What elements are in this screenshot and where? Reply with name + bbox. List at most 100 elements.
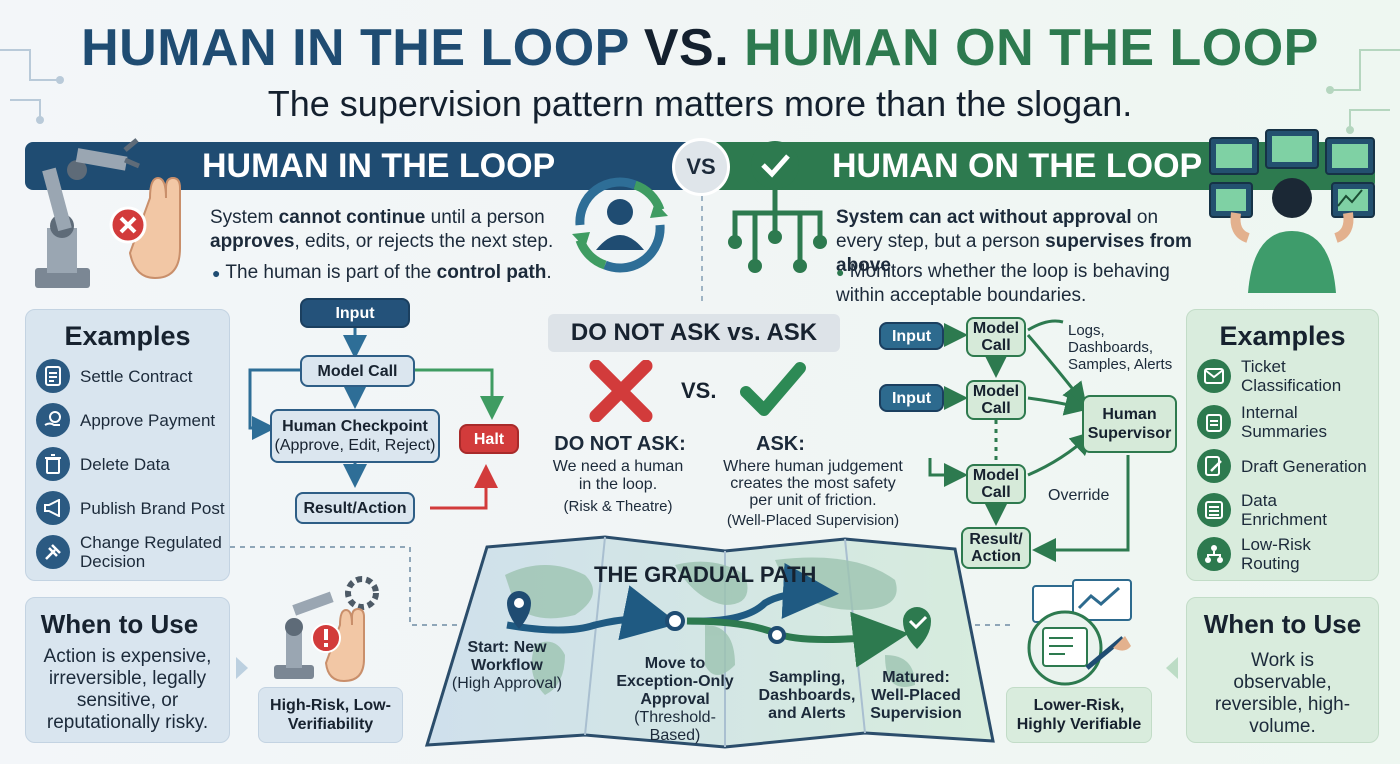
circuit-decor-left bbox=[0, 49, 64, 124]
right-example-item: Data Enrichment bbox=[1197, 490, 1367, 530]
right-example-item: Draft Generation bbox=[1197, 446, 1367, 486]
right-description: System can act without approval on every… bbox=[836, 206, 1196, 278]
banner-left-title: HUMAN IN THE LOOP bbox=[202, 147, 556, 185]
document-icon bbox=[36, 359, 70, 393]
robot-arm-stop-illustration bbox=[35, 138, 181, 288]
left-flow-model-call: Model Call bbox=[300, 355, 415, 387]
left-desc-d: approves bbox=[210, 231, 295, 252]
left-risk-tag: High-Risk, Low-Verifiability bbox=[258, 687, 403, 743]
left-when-panel: When to Use Action is expensive, irrever… bbox=[25, 597, 230, 743]
checkpoint-title: Human Checkpoint bbox=[282, 418, 428, 435]
dont-ask-text: We need a human in the loop. bbox=[552, 458, 684, 493]
path-step-4-label: Matured: Well-Placed Supervision bbox=[870, 669, 962, 722]
title-part-in: HUMAN IN THE LOOP bbox=[81, 19, 629, 77]
title-part-on: HUMAN ON THE LOOP bbox=[744, 19, 1319, 77]
supervisor-monitors-illustration bbox=[1209, 129, 1375, 293]
left-desc-b: cannot continue bbox=[278, 207, 426, 228]
right-examples-title: Examples bbox=[1219, 321, 1346, 351]
gavel-icon bbox=[36, 535, 70, 569]
path-step-2-label: Move to Exception-Only Approval bbox=[616, 655, 734, 708]
right-flow-input-1: Input bbox=[879, 322, 944, 350]
right-bullet: ● Monitors whether the loop is behaving … bbox=[836, 261, 1170, 306]
path-step-3: Sampling, Dashboards, and Alerts bbox=[752, 669, 862, 723]
pencil-doc-icon bbox=[1197, 449, 1231, 483]
left-example-item: Approve Payment bbox=[36, 400, 215, 440]
path-step-1-note: (High Approval) bbox=[451, 675, 563, 692]
left-flow-input: Input bbox=[300, 298, 410, 328]
path-step-1: Start: New Workflow (High Approval) bbox=[448, 639, 566, 693]
right-example-label: Ticket Classification bbox=[1241, 357, 1342, 395]
main-title: HUMAN IN THE LOOP VS. HUMAN ON THE LOOP bbox=[0, 18, 1400, 78]
left-example-item: Settle Contract bbox=[36, 356, 192, 396]
clipboard-icon bbox=[1197, 405, 1231, 439]
list-icon bbox=[1197, 493, 1231, 527]
center-divider bbox=[701, 196, 703, 306]
path-step-2-note: (Threshold-Based) bbox=[634, 709, 716, 744]
left-bullet-b: control path bbox=[436, 262, 547, 283]
right-flow-model-call-2: Model Call bbox=[966, 380, 1026, 420]
right-when-panel: When to Use Work is observable, reversib… bbox=[1186, 597, 1379, 743]
gradual-path-title: THE GRADUAL PATH bbox=[594, 562, 817, 587]
red-cross-icon bbox=[589, 360, 653, 422]
right-when-text: Work is observable, reversible, high-vol… bbox=[1214, 650, 1351, 737]
path-step-3-label: Sampling, Dashboards, and Alerts bbox=[758, 669, 856, 722]
right-examples-panel: Examples Ticket Classification Internal … bbox=[1186, 309, 1379, 581]
left-bullet-a: The human is part of the bbox=[225, 262, 437, 283]
right-risk-tag: Lower-Risk, Highly Verifiable bbox=[1006, 687, 1152, 743]
ask-note: (Well-Placed Supervision) bbox=[726, 512, 900, 529]
right-example-label: Low-Risk Routing bbox=[1241, 535, 1311, 573]
robot-warning-illustration bbox=[274, 576, 379, 683]
right-example-label: Internal Summaries bbox=[1241, 403, 1327, 441]
left-bullet: ● The human is part of the control path. bbox=[212, 262, 552, 283]
right-flow-input-2: Input bbox=[879, 384, 944, 412]
left-flow-result: Result/Action bbox=[295, 492, 415, 524]
left-bullet-c: . bbox=[546, 262, 552, 283]
megaphone-icon bbox=[36, 491, 70, 525]
left-desc-a: System bbox=[210, 207, 279, 228]
right-flow-human-supervisor: Human Supervisor bbox=[1082, 395, 1177, 453]
right-desc-c: supervises from above bbox=[836, 231, 1192, 276]
right-desc-a: System can act without approval bbox=[836, 207, 1132, 228]
right-example-item: Internal Summaries bbox=[1197, 402, 1361, 442]
ask-vs-label: VS. bbox=[681, 378, 717, 403]
ask-header-label: DO NOT ASK vs. ASK bbox=[570, 319, 818, 346]
dashboard-checklist-illustration bbox=[1027, 579, 1132, 686]
right-flow-override-label: Override bbox=[1048, 487, 1110, 504]
left-example-label: Publish Brand Post bbox=[80, 498, 225, 518]
banner-right bbox=[700, 142, 1375, 190]
left-example-label: Change Regulated Decision bbox=[80, 533, 222, 571]
ask-header: DO NOT ASK vs. ASK bbox=[548, 314, 840, 352]
right-desc-b: on every step, but a person bbox=[836, 207, 1159, 252]
left-example-item: Delete Data bbox=[36, 444, 170, 484]
path-step-2: Move to Exception-Only Approval (Thresho… bbox=[610, 655, 740, 745]
left-example-label: Approve Payment bbox=[80, 410, 216, 430]
left-example-item: Change Regulated Decision bbox=[36, 532, 226, 572]
left-desc-c: until a person bbox=[425, 207, 545, 228]
trash-icon bbox=[36, 447, 70, 481]
dont-ask-title: DO NOT ASK: bbox=[554, 433, 686, 455]
left-when-title: When to Use bbox=[40, 609, 199, 639]
left-description: System cannot continue until a person ap… bbox=[210, 206, 580, 254]
left-example-label: Delete Data bbox=[80, 454, 170, 474]
right-example-label: Draft Generation bbox=[1241, 456, 1367, 476]
ask-title: ASK: bbox=[756, 433, 805, 455]
right-example-label: Data Enrichment bbox=[1241, 491, 1327, 529]
left-when-text: Action is expensive, irreversible, legal… bbox=[43, 646, 212, 733]
ask-text: Where human judgement creates the most s… bbox=[723, 458, 903, 509]
network-icon bbox=[1197, 537, 1231, 571]
banner-right-title: HUMAN ON THE LOOP bbox=[832, 147, 1203, 185]
left-desc-e: , edits, or rejects the next step. bbox=[294, 231, 554, 252]
right-bullet-text: Monitors whether the loop is behaving wi… bbox=[836, 261, 1170, 306]
green-check-icon bbox=[740, 362, 806, 416]
left-examples-title: Examples bbox=[64, 321, 191, 351]
supervision-tree-icon bbox=[728, 141, 827, 273]
title-vs: VS. bbox=[643, 19, 730, 77]
circuit-decor-right bbox=[1326, 49, 1400, 134]
left-example-label: Settle Contract bbox=[80, 366, 193, 386]
right-desc-d: . bbox=[890, 255, 897, 276]
checkpoint-subtitle: (Approve, Edit, Reject) bbox=[274, 437, 436, 454]
vs-badge-label: VS bbox=[686, 154, 716, 179]
right-example-item: Low-Risk Routing bbox=[1197, 534, 1351, 574]
coin-hand-icon bbox=[36, 403, 70, 437]
left-example-item: Publish Brand Post bbox=[36, 488, 225, 528]
